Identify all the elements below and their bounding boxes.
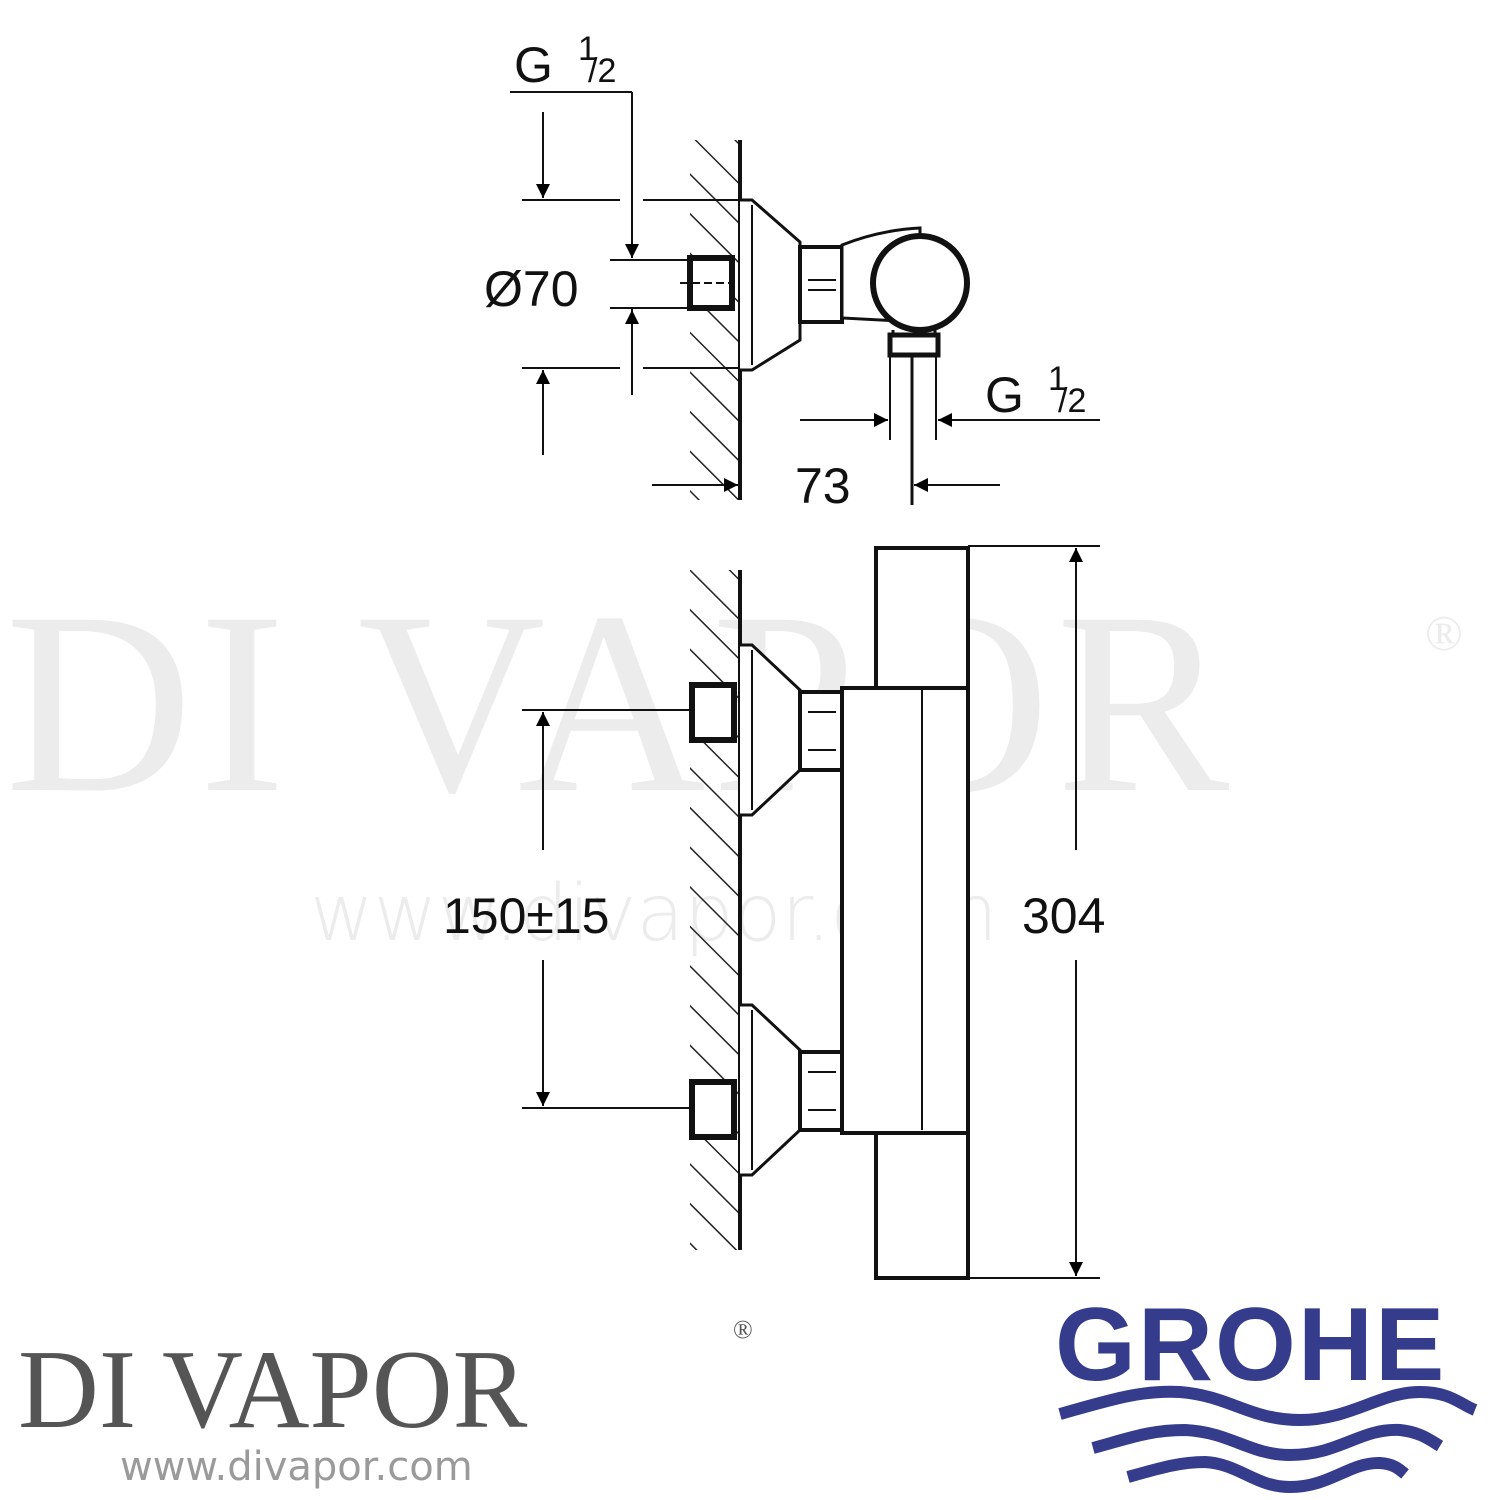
label-projection: 73	[795, 458, 851, 514]
watermark-registered-icon: ®	[1425, 605, 1469, 661]
lower-inlet-nipple	[689, 1079, 737, 1140]
wall-hatch	[690, 140, 740, 500]
label-inlet-thread: G	[514, 37, 553, 93]
registered-icon: ®	[733, 1315, 753, 1344]
label-inlet-centres: 150±15	[443, 888, 609, 944]
grohe-waves-icon	[1058, 1385, 1478, 1494]
temperature-handle	[874, 546, 970, 690]
side-view-labels: G 1 /2 Ø70 G 1 /2 73	[484, 30, 1086, 514]
upper-inlet-nipple	[689, 682, 737, 743]
label-inlet-fraction-den: /2	[588, 52, 616, 90]
label-overall-height: 304	[1022, 888, 1105, 944]
side-view	[510, 91, 1100, 505]
front-view	[522, 545, 1100, 1280]
label-outlet-thread: G	[985, 367, 1024, 423]
union-nut	[798, 245, 844, 324]
front-view-labels: 150±15 304	[443, 888, 1105, 944]
retailer-url: www.divapor.com	[120, 1444, 473, 1490]
lower-union-nut	[798, 1050, 844, 1132]
escutcheon	[740, 198, 802, 372]
retailer-logo-text: DI VAPOR	[18, 1328, 528, 1452]
lower-escutcheon	[740, 1003, 802, 1177]
grohe-logo-text: GROHE	[1055, 1287, 1446, 1403]
wall-hatch-front	[690, 570, 740, 1250]
label-inlet-fraction-num: 1	[578, 30, 597, 68]
label-outlet-fraction-num: 1	[1048, 360, 1067, 398]
label-escutcheon-diameter: Ø70	[484, 261, 579, 317]
upper-union-nut	[798, 690, 844, 772]
retailer-logo: DI VAPOR ® www.divapor.com	[18, 1315, 753, 1490]
watermark-brand: DI VAPOR	[5, 559, 1235, 847]
thermostat-body	[840, 686, 970, 1135]
outlet-fitting	[887, 332, 941, 358]
label-outlet-fraction-den: /2	[1058, 382, 1086, 420]
control-knob	[870, 233, 970, 333]
flow-handle	[874, 1131, 970, 1280]
manufacturer-logo: GROHE	[1055, 1287, 1478, 1494]
